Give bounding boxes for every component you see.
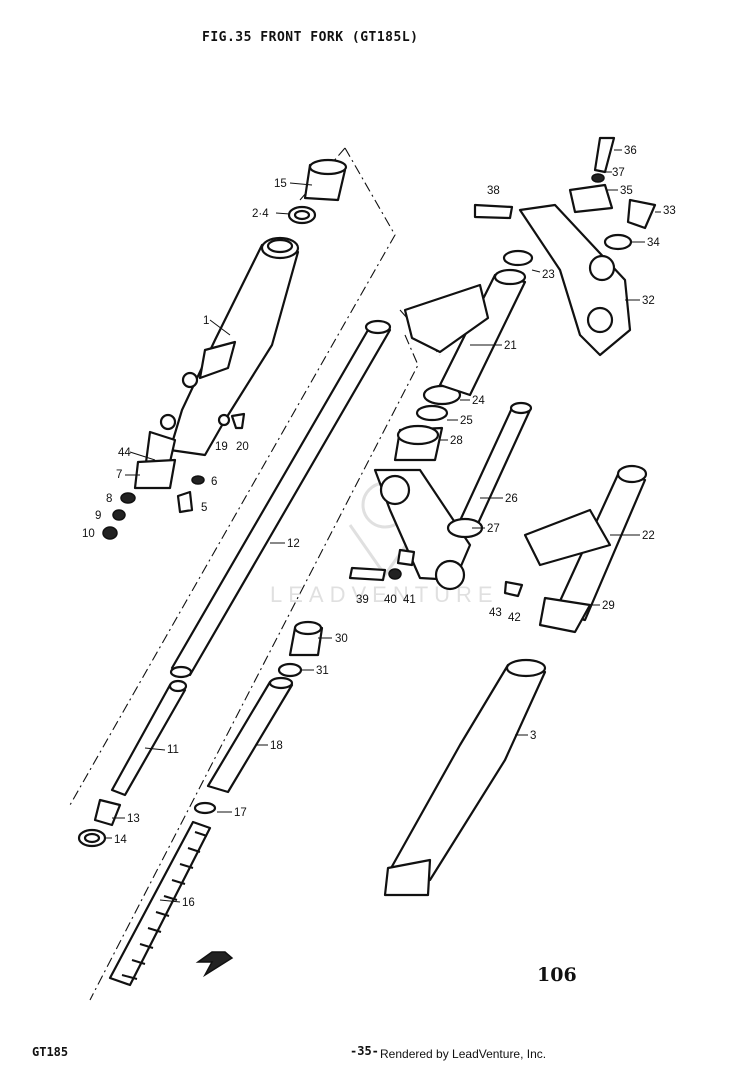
callout-28: 28 (450, 435, 463, 447)
callout-9: 9 (95, 510, 101, 522)
callout-37: 37 (612, 167, 625, 179)
callout-10: 10 (82, 528, 95, 540)
callout-17: 17 (234, 807, 247, 819)
callout-40: 40 (384, 594, 397, 606)
callout-23: 23 (542, 269, 555, 281)
callout-33: 33 (663, 205, 676, 217)
callout-29: 29 (602, 600, 615, 612)
callout-42: 42 (508, 612, 521, 624)
callout-5: 5 (201, 502, 207, 514)
steering-bearings (393, 384, 462, 462)
right-fork-inner (523, 464, 648, 634)
left-outer-tube (143, 236, 300, 472)
callout-18: 18 (270, 740, 283, 752)
callout-13: 13 (127, 813, 140, 825)
callout-32: 32 (642, 295, 655, 307)
callout-labels: 36 37 35 38 33 34 23 32 21 24 25 28 26 2… (82, 145, 676, 909)
callout-44: 44 (118, 447, 131, 459)
callout-3: 3 (530, 730, 536, 742)
callout-14: 14 (114, 834, 127, 846)
callout-7: 7 (116, 469, 122, 481)
fork-spring (108, 801, 217, 987)
callout-20: 20 (236, 441, 249, 453)
callout-19: 19 (215, 441, 228, 453)
callout-22: 22 (642, 530, 655, 542)
callout-39: 39 (356, 594, 369, 606)
callout-41: 41 (403, 594, 416, 606)
callout-31: 31 (316, 665, 329, 677)
figure-page-code: -35- (350, 1044, 379, 1058)
left-fork-cap (287, 158, 348, 225)
upper-bracket (403, 249, 534, 397)
callout-24: 24 (472, 395, 485, 407)
callout-1: 1 (203, 315, 209, 327)
callout-2-4: 2·4 (252, 208, 269, 220)
callout-6: 6 (211, 476, 217, 488)
steering-stem (348, 401, 533, 598)
callout-11: 11 (167, 744, 179, 756)
figure-title: FIG.35 FRONT FORK (GT185L) (202, 30, 419, 45)
callout-12: 12 (287, 538, 300, 550)
left-axle-holder (102, 412, 246, 540)
callout-leaders (106, 149, 661, 903)
front-direction-arrow (195, 951, 234, 978)
left-inner-tube (169, 319, 392, 679)
callout-26: 26 (505, 493, 518, 505)
callout-21: 21 (504, 340, 517, 352)
catalog-page-number: 106 (537, 964, 577, 986)
callout-25: 25 (460, 415, 473, 427)
right-spacer (206, 620, 324, 794)
callout-15: 15 (274, 178, 287, 190)
callout-36: 36 (624, 145, 637, 157)
callout-8: 8 (106, 493, 112, 505)
callout-35: 35 (620, 185, 633, 197)
right-outer-tube (383, 658, 547, 897)
callout-30: 30 (335, 633, 348, 645)
callout-34: 34 (647, 237, 660, 249)
render-credit: Rendered by LeadVenture, Inc. (380, 1047, 547, 1061)
callout-27: 27 (487, 523, 500, 535)
callout-43: 43 (489, 607, 502, 619)
model-code: GT185 (32, 1045, 69, 1059)
handlebar-holder (473, 136, 657, 357)
callout-16: 16 (182, 897, 195, 909)
callout-38: 38 (487, 185, 500, 197)
damper-rod (77, 679, 188, 848)
